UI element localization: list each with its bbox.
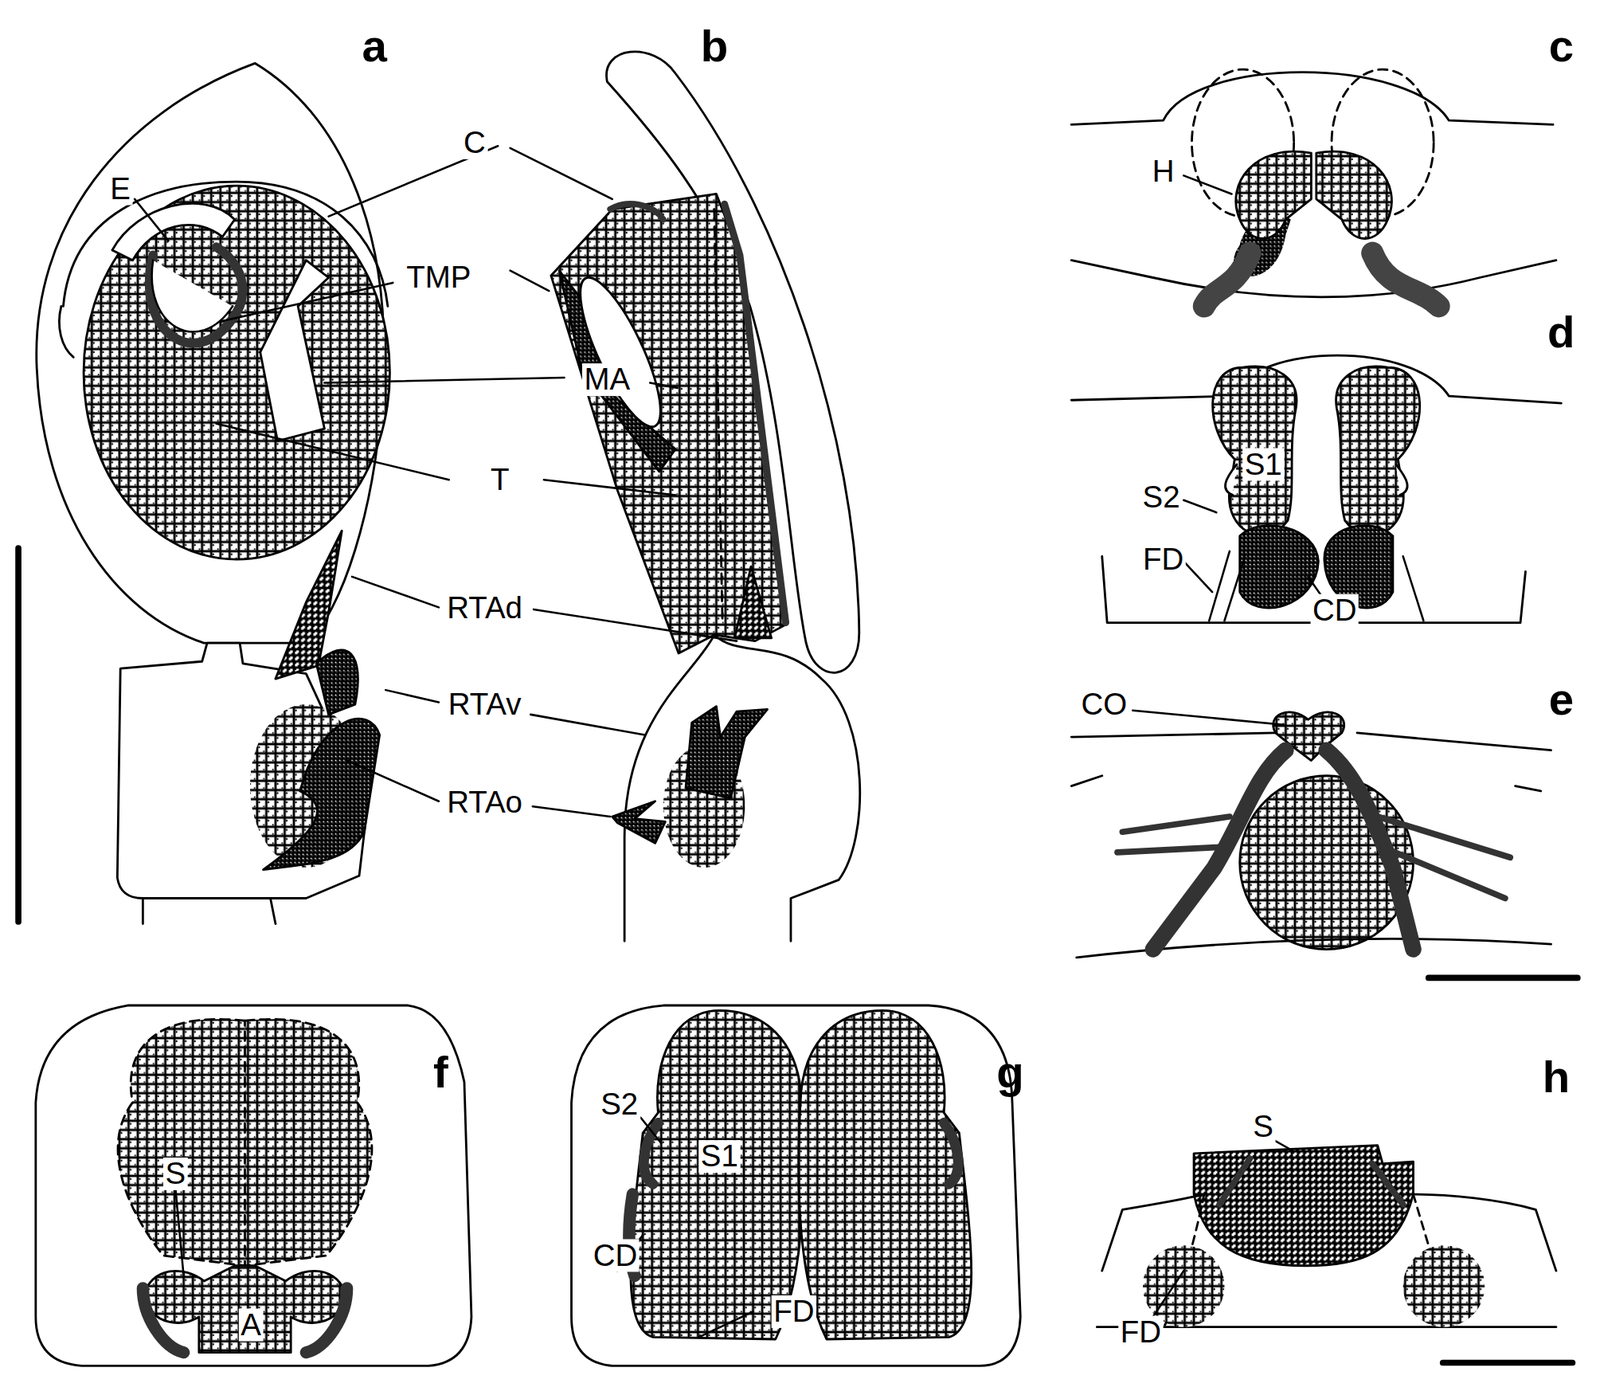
panel-letter: c — [1546, 22, 1576, 70]
part-label: H — [1150, 155, 1177, 188]
part-label: E — [108, 172, 134, 206]
part-label: S2 — [598, 1087, 641, 1121]
part-label: S1 — [698, 1139, 740, 1173]
part-label: A — [238, 1308, 264, 1342]
panel-letter: e — [1546, 675, 1576, 723]
panel-letter: a — [359, 22, 389, 70]
part-label: C — [461, 126, 488, 160]
part-label: S1 — [1242, 447, 1284, 481]
panel-letter: d — [1545, 308, 1578, 356]
part-label: CD — [1310, 594, 1360, 627]
part-label: S — [1251, 1110, 1276, 1143]
part-label: FD — [1140, 543, 1186, 576]
part-label: FD — [771, 1294, 817, 1328]
part-label: RTAo — [445, 786, 525, 819]
part-label: TMP — [404, 261, 474, 294]
panel-letter: h — [1540, 1052, 1573, 1100]
part-label: RTAv — [445, 688, 524, 721]
part-label: T — [488, 463, 513, 497]
part-label: S — [163, 1157, 188, 1190]
panel-letter: g — [994, 1048, 1027, 1096]
part-label: CO — [1079, 688, 1130, 721]
part-label: S2 — [1140, 480, 1182, 513]
part-label: MA — [582, 363, 633, 396]
panel-letter: b — [698, 22, 731, 70]
panel-letter: f — [431, 1048, 451, 1096]
part-label: RTAd — [445, 591, 525, 625]
part-label: FD — [1118, 1315, 1163, 1349]
part-label: CD — [590, 1238, 640, 1272]
